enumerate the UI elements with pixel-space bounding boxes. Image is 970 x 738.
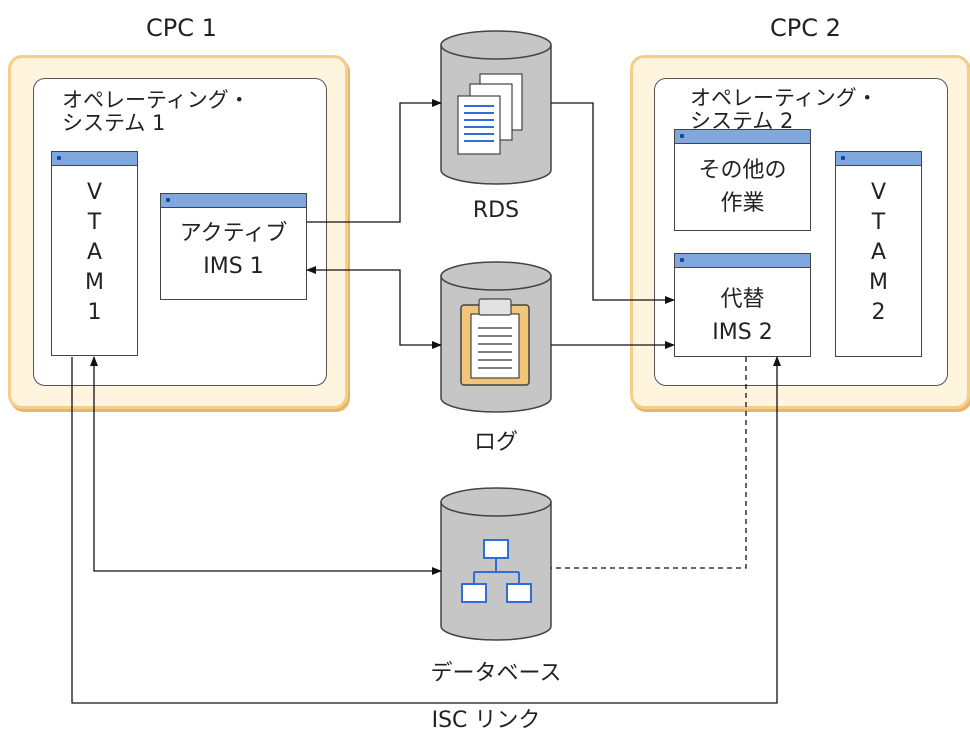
clipboard-icon: [460, 298, 530, 386]
os2-label: オペレーティング・ システム 2: [690, 86, 878, 133]
database-label: データベース: [430, 661, 562, 686]
other-work-label: その他の 作業: [698, 158, 787, 216]
ims1-to-rds-connector: [307, 99, 442, 223]
ims1-log-connector: [306, 266, 442, 349]
window-titlebar: [675, 254, 810, 268]
vtam2-window[interactable]: V T A M 2: [835, 151, 922, 357]
window-titlebar: [161, 194, 306, 208]
vtam2-label: V T A M 2: [869, 180, 888, 325]
rds-label: RDS: [472, 198, 520, 223]
window-titlebar: [52, 152, 137, 166]
other-work-window[interactable]: その他の 作業: [674, 129, 811, 231]
log-label: ログ: [473, 430, 518, 455]
isc-link-label: ISC リンク: [431, 708, 541, 733]
vtam1-database-connector: [90, 356, 442, 575]
ims2-database-dashed-connector: [551, 357, 747, 569]
hierarchy-icon: [461, 539, 532, 603]
active-ims1-window[interactable]: アクティブ IMS 1: [160, 193, 307, 300]
cpc2-title: CPC 2: [770, 14, 841, 42]
alt-ims2-window[interactable]: 代替 IMS 2: [674, 253, 811, 357]
os1-label: オペレーティング・ システム 1: [62, 88, 250, 135]
active-ims1-label: アクティブ IMS 1: [179, 221, 288, 279]
cpc1-title: CPC 1: [146, 14, 217, 42]
vtam1-label: V T A M 1: [85, 180, 104, 325]
window-titlebar: [675, 130, 810, 144]
alt-ims2-label: 代替 IMS 2: [712, 287, 773, 345]
document-stack-icon: [457, 73, 523, 155]
vtam1-window[interactable]: V T A M 1: [51, 151, 138, 356]
window-titlebar: [836, 152, 921, 166]
rds-to-ims2-connector: [551, 102, 675, 304]
isc-link-connector: [71, 356, 781, 704]
